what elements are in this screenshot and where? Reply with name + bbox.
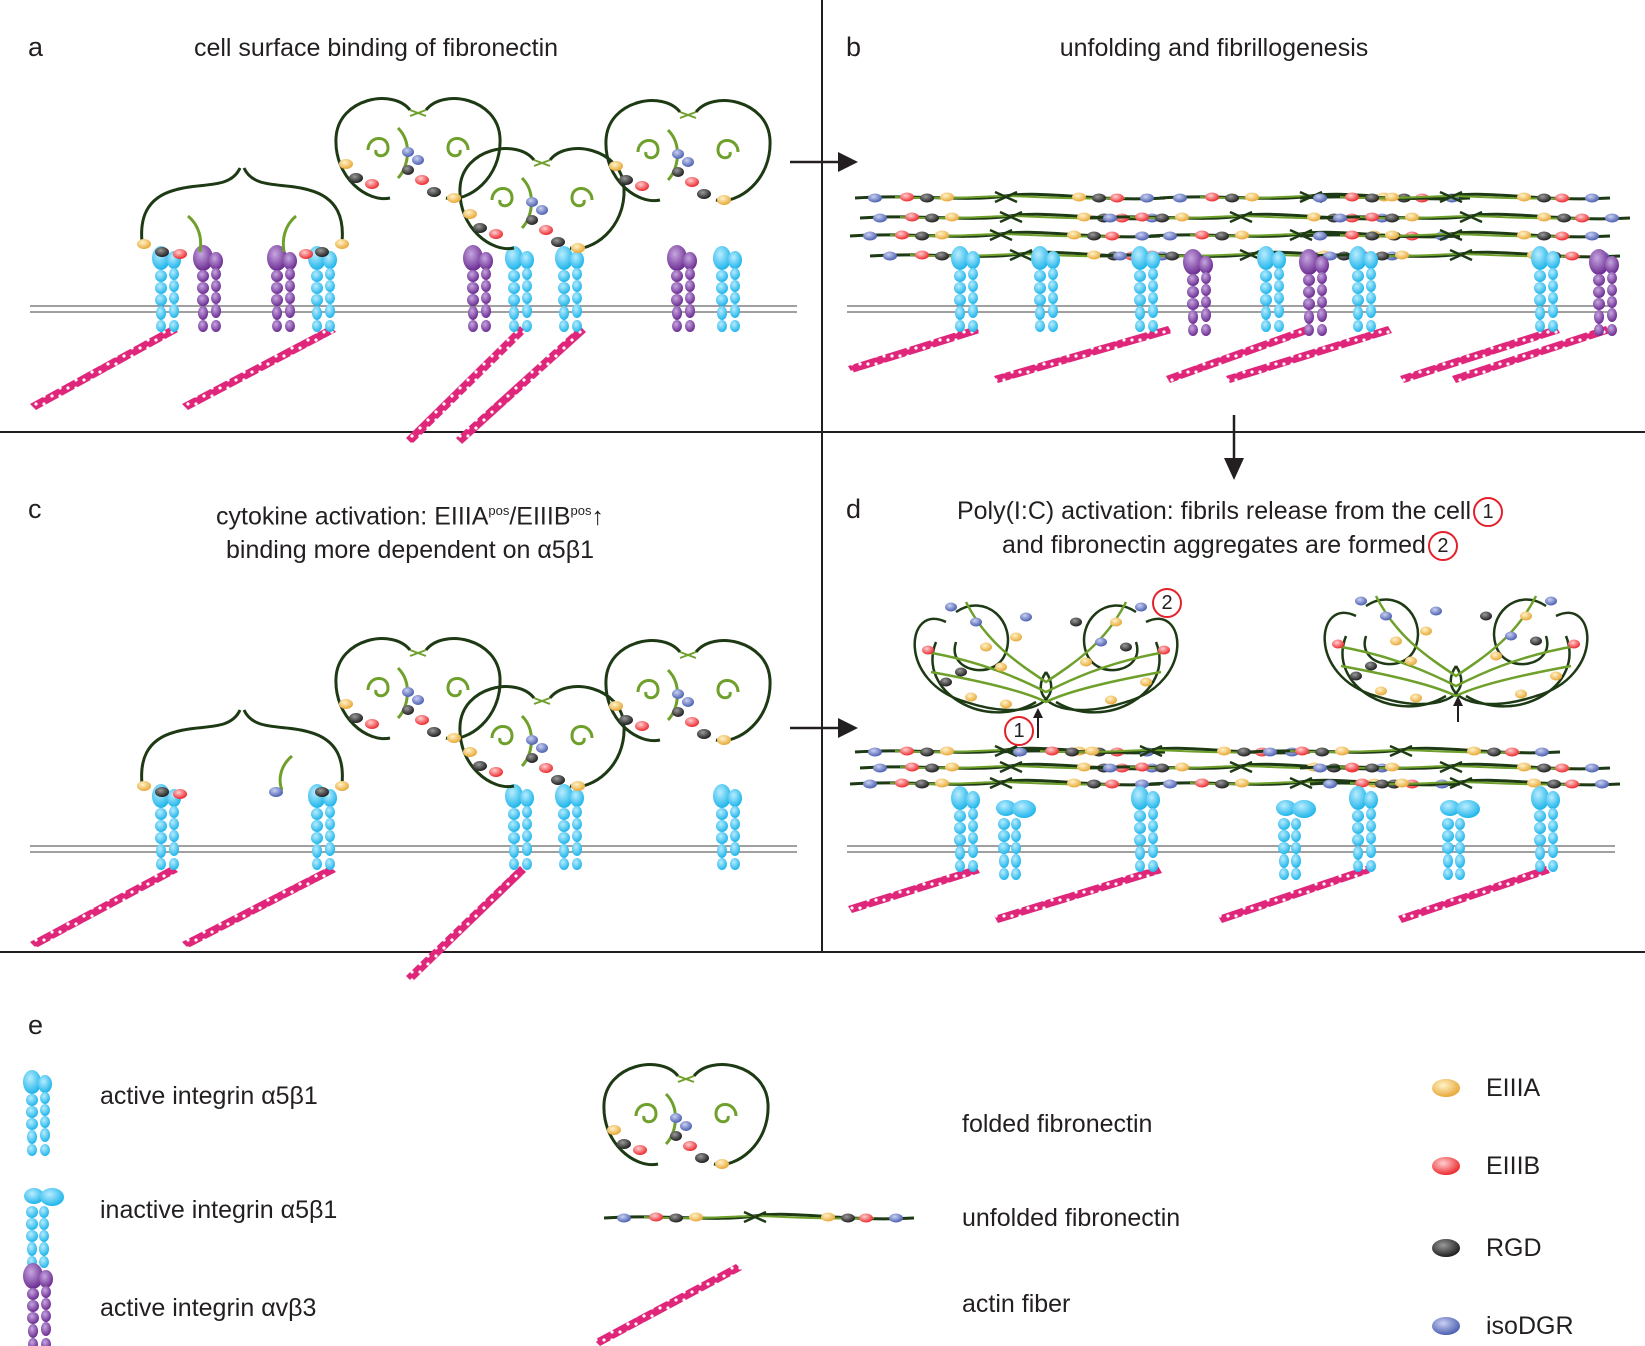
isodgr-icon: [1432, 1317, 1460, 1335]
legend-folded-fn: folded fibronectin: [962, 1110, 1153, 1138]
panel-b-illustration: [848, 190, 1632, 383]
panel-b-letter: b: [846, 32, 862, 62]
panel-frame: [0, 0, 1645, 953]
panel-d-letter: d: [846, 494, 862, 524]
panel-c-title: cytokine activation: EIIIApos/EIIIBpos↑ …: [216, 502, 604, 565]
panel-b-title: unfolding and fibrillogenesis: [1059, 34, 1369, 62]
unfolded-fibronectin-icon: [602, 1210, 916, 1224]
panel-a-title: cell surface binding of fibronectin: [193, 34, 559, 62]
rgd-icon: [1432, 1239, 1460, 1257]
marker-2-badge: 2: [1427, 531, 1458, 562]
eiiib-icon: [1432, 1157, 1460, 1175]
legend-active-avb3: active integrin αvβ3: [100, 1294, 317, 1322]
marker-1-badge: 1: [1473, 497, 1504, 528]
actin-fiber: [30, 866, 526, 982]
panel-a-letter: a: [28, 32, 44, 62]
panel-e-letter: e: [28, 1010, 44, 1040]
actin-fiber: [30, 326, 586, 444]
legend-eiiia: EIIIA: [1486, 1074, 1541, 1102]
panel-c-illustration: [30, 637, 772, 982]
panel-d-title: Poly(I:C) activation: fibrils release fr…: [900, 494, 1560, 562]
inactive-integrin-a5b1-icon: [24, 1188, 64, 1268]
actin-fiber-icon: [594, 1264, 742, 1346]
aggregate-marker-2: 2: [1152, 588, 1182, 618]
eiiia-icon: [1432, 1079, 1460, 1097]
legend-isodgr: isoDGR: [1486, 1312, 1574, 1340]
active-integrin-avb3-icon: [23, 1263, 53, 1346]
legend-actin: actin fiber: [962, 1290, 1071, 1318]
panel-c-letter: c: [28, 494, 42, 524]
panel-arrows: [790, 152, 1244, 738]
actin-fiber: [848, 866, 1550, 923]
legend-graphics: [23, 1063, 1460, 1346]
active-integrin-a5b1-icon: [23, 1070, 52, 1156]
folded-fibronectin-icon: [602, 1063, 770, 1171]
panel-d-illustration: [848, 594, 1622, 923]
legend-unfolded-fn: unfolded fibronectin: [962, 1204, 1181, 1232]
legend-eiiib: EIIIB: [1486, 1152, 1541, 1180]
panel-a-illustration: [30, 97, 772, 444]
actin-fiber: [848, 326, 1610, 383]
legend-rgd: RGD: [1486, 1234, 1542, 1262]
legend-active-a5b1: active integrin α5β1: [100, 1082, 318, 1110]
release-marker-1: 1: [1004, 716, 1034, 746]
legend-inactive-a5b1: inactive integrin α5β1: [100, 1196, 338, 1224]
